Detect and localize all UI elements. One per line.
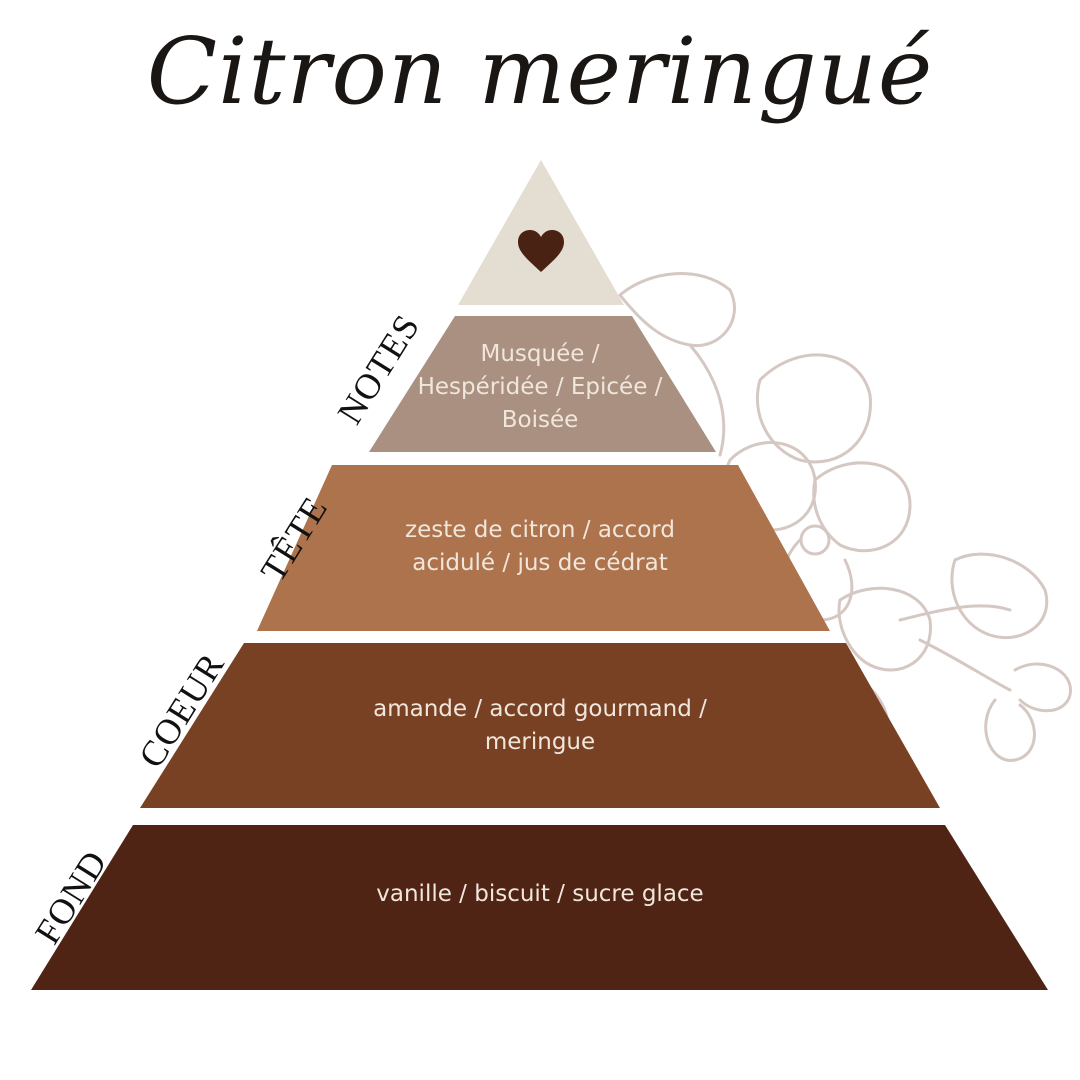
tier-top — [458, 160, 624, 305]
tier-notes — [369, 316, 716, 452]
tete-text: zeste de citron / accord acidulé / jus d… — [405, 517, 675, 576]
heart-icon — [518, 230, 564, 272]
fond-text: vanille / biscuit / sucre glace — [376, 881, 704, 907]
page-title: Citron meringué — [146, 18, 934, 125]
coeur-text: amande / accord gourmand / meringue — [373, 696, 707, 755]
tier-tete — [257, 465, 830, 631]
tier-coeur — [140, 643, 940, 808]
tier-fond — [31, 825, 1048, 990]
notes-text: Musquée / Hespéridée / Epicée / Boisée — [417, 341, 663, 433]
